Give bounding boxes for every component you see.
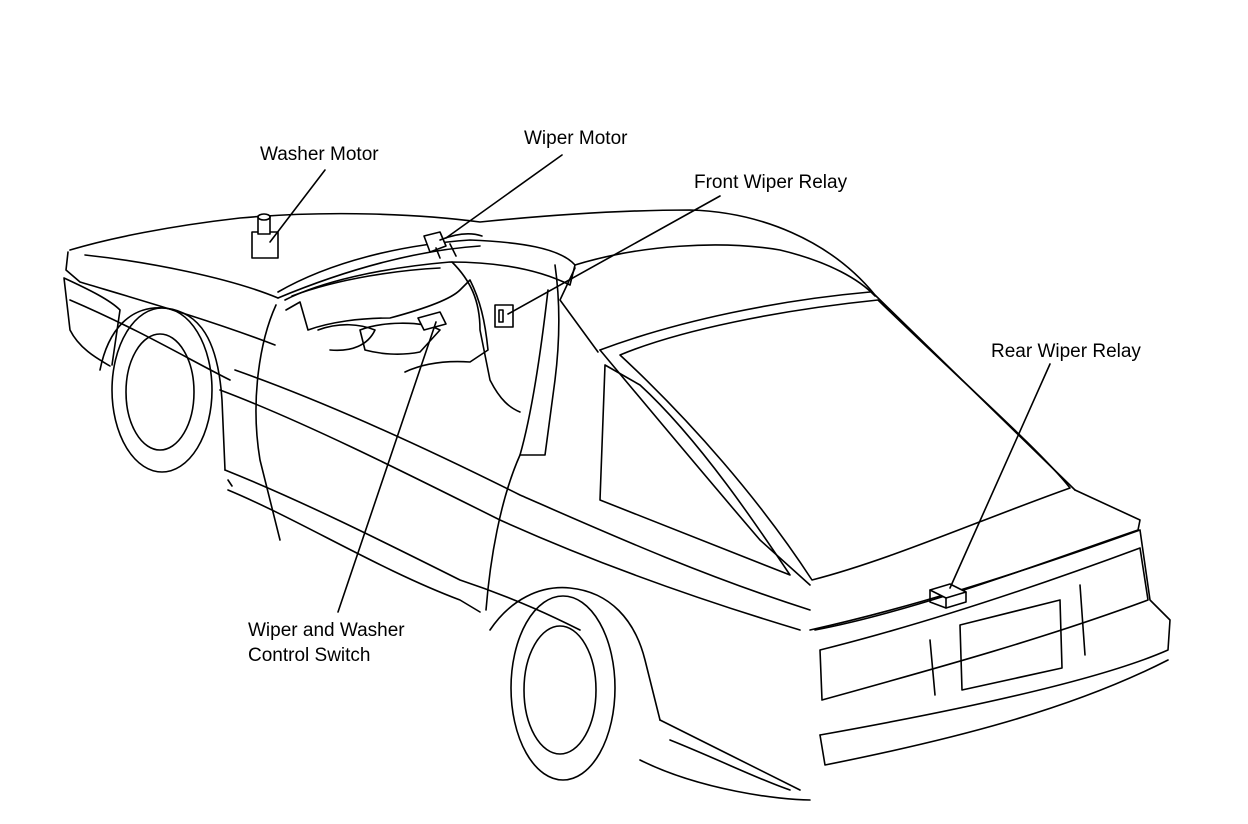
hood-side-line bbox=[277, 245, 481, 299]
rear-tire bbox=[510, 595, 616, 781]
wiper-motor-text: Wiper Motor bbox=[524, 128, 628, 149]
roof-side-line bbox=[574, 244, 876, 297]
wiper-washer-switch-label: Wiper and Washer Control Switch bbox=[248, 618, 405, 668]
body-character-line bbox=[219, 389, 801, 631]
switch-leader bbox=[337, 321, 437, 613]
windshield-frame bbox=[277, 239, 576, 301]
rear-wiper-relay-label: Rear Wiper Relay bbox=[991, 339, 1141, 364]
rear-hatch-glass bbox=[619, 299, 1071, 581]
rear-valance bbox=[639, 759, 811, 801]
c-pillar-edge bbox=[559, 267, 599, 353]
wiper-motor-label: Wiper Motor bbox=[524, 126, 627, 151]
washer-motor-text: Washer Motor bbox=[260, 144, 379, 165]
windshield-inner bbox=[291, 267, 441, 297]
front-wiper-relay-label: Front Wiper Relay bbox=[694, 170, 847, 195]
hood-front-edge bbox=[65, 251, 276, 346]
front-wiper-relay-component bbox=[494, 304, 514, 328]
tail-light-panel bbox=[819, 547, 1149, 701]
rear-quarter-window-outer bbox=[599, 349, 811, 586]
wiper-washer-switch-component bbox=[417, 311, 447, 331]
front-wiper-relay-leader bbox=[507, 195, 721, 315]
wiper-motor-component bbox=[423, 231, 483, 259]
steering-area bbox=[317, 323, 376, 352]
front-rim bbox=[125, 333, 195, 451]
interior-pillar bbox=[451, 261, 521, 413]
b-pillar bbox=[519, 264, 560, 456]
rear-rim bbox=[523, 625, 597, 755]
door-rear-edge bbox=[485, 454, 521, 611]
rear-quarter-window bbox=[599, 364, 791, 576]
washer-motor-label: Washer Motor bbox=[260, 142, 379, 167]
hood-roof-outline bbox=[69, 209, 1076, 491]
rear-bumper bbox=[659, 659, 1169, 791]
rear-wheel-arch bbox=[489, 586, 661, 721]
front-tire bbox=[111, 307, 213, 473]
door-frame-front bbox=[255, 304, 281, 541]
front-seat bbox=[359, 322, 441, 355]
rear-wiper-relay-leader bbox=[949, 363, 1051, 589]
door-window-opening bbox=[285, 279, 489, 373]
side-molding bbox=[234, 369, 811, 611]
front-lower-line bbox=[69, 299, 231, 381]
body-lower-line bbox=[224, 469, 581, 631]
front-bumper bbox=[63, 277, 121, 367]
tail-light-divider-left bbox=[929, 639, 936, 696]
switch-label-line1: Wiper and Washer bbox=[248, 620, 405, 641]
rear-deck bbox=[809, 529, 1171, 736]
hood-crease bbox=[84, 254, 279, 299]
rear-wiper-relay-text: Rear Wiper Relay bbox=[991, 341, 1141, 362]
tail-light-divider-right bbox=[1079, 584, 1086, 656]
switch-label-line2: Control Switch bbox=[248, 645, 371, 666]
washer-motor-leader bbox=[269, 169, 326, 243]
license-plate-recess bbox=[959, 599, 1063, 691]
front-wiper-relay-text: Front Wiper Relay bbox=[694, 172, 848, 193]
rear-wiper-relay-component bbox=[929, 583, 967, 609]
side-skirt bbox=[227, 479, 481, 613]
front-wheel-arch bbox=[99, 307, 226, 471]
wiper-motor-leader bbox=[445, 154, 563, 239]
